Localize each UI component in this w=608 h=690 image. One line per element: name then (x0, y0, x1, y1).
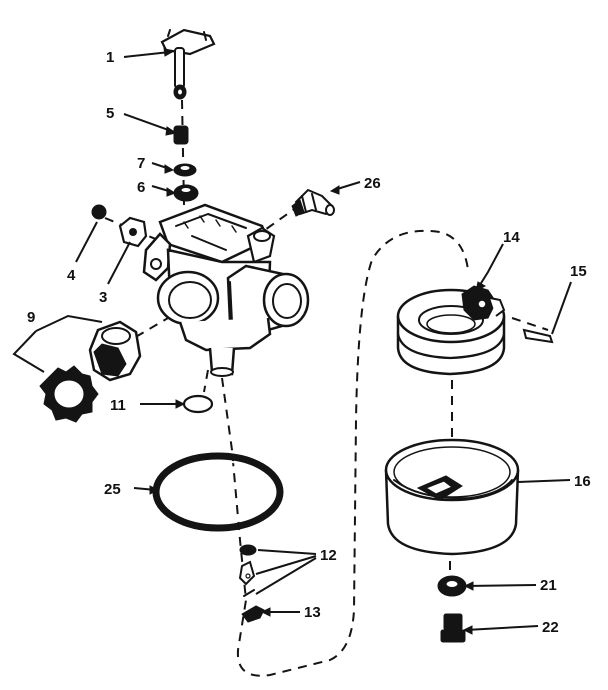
part-12-pieces (238, 544, 257, 597)
callout-21: 21 (540, 577, 557, 594)
callout-9: 9 (27, 309, 35, 326)
callout-14: 14 (503, 229, 520, 246)
callout-25: 25 (104, 481, 121, 498)
callout-6: 6 (137, 179, 145, 196)
assembly-guide-lines (104, 99, 549, 677)
callout-3: 3 (99, 289, 107, 306)
part-13-piece (241, 605, 265, 623)
callout-1: 1 (106, 49, 114, 66)
part-3-plate (118, 216, 148, 248)
part-21-washer (437, 575, 467, 597)
part-16-bowl (384, 438, 520, 556)
callout-15: 15 (570, 263, 587, 280)
callout-16: 16 (574, 473, 591, 490)
part-15-pin (522, 328, 554, 344)
part-7-washer (173, 163, 197, 177)
part-25-gasket (152, 452, 284, 532)
callout-13: 13 (304, 604, 321, 621)
leader-lines (75, 47, 572, 635)
part-14-float (396, 285, 506, 376)
carburetor-body (142, 203, 310, 377)
part-6-seat (173, 184, 199, 202)
callout-11: 11 (110, 397, 126, 414)
callout-26: 26 (364, 175, 381, 192)
callout-12: 12 (320, 547, 337, 564)
callout-labels: 1 5 7 6 26 4 3 9 14 15 11 25 16 12 21 13… (27, 49, 591, 636)
part-5-spring (173, 125, 189, 145)
part-4-screw (91, 204, 107, 220)
callout-4: 4 (67, 267, 76, 284)
part-11-seal (182, 394, 214, 414)
part-26-fitting (291, 188, 335, 217)
callout-7: 7 (137, 155, 145, 172)
part-22-bolt (440, 613, 466, 643)
part-1-valve-tab (160, 28, 216, 100)
part-9-primer-assembly (12, 314, 142, 423)
callout-5: 5 (106, 105, 114, 122)
callout-22: 22 (542, 619, 559, 636)
